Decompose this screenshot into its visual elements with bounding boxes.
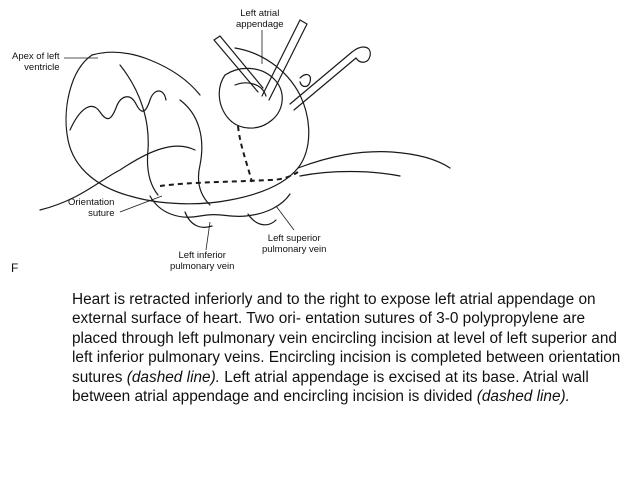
clamp-right: [261, 19, 308, 101]
wavy-suture: [69, 90, 167, 131]
figure-caption: Heart is retracted inferiorly and to the…: [72, 290, 632, 406]
orientation-suture-thread: [39, 145, 196, 211]
heart-drawing: [39, 19, 451, 251]
dashed-incision-ring: [159, 171, 299, 187]
label-left-superior-pulmonary-vein: Left superior pulmonary vein: [262, 233, 327, 255]
panel-letter: F: [11, 261, 19, 275]
atrial-appendage: [218, 67, 283, 129]
label-left-inferior-pulmonary-vein: Left inferior pulmonary vein: [170, 250, 235, 272]
caption-emphasis-2: (dashed line).: [476, 388, 570, 406]
label-left-atrial-appendage: Left atrial appendage: [236, 8, 284, 30]
pulmonary-vein-base: [149, 193, 291, 218]
surgical-illustration: Apex of left ventricle Left atrial appen…: [11, 8, 451, 275]
retracted-tissue: [297, 151, 451, 169]
label-apex-left-ventricle: Apex of left ventricle: [12, 51, 60, 73]
leader-superior: [275, 205, 295, 231]
scissors: [289, 46, 371, 111]
caption-emphasis-1: (dashed line).: [126, 368, 221, 386]
clamp-left: [213, 35, 264, 93]
leader-orientation: [119, 195, 163, 213]
caption-text-2: Left atrial appendage is excised at its …: [72, 368, 589, 406]
leader-inferior: [205, 221, 211, 251]
label-orientation-suture: Orientation suture: [68, 197, 115, 219]
caption-text-1: Heart is retracted inferiorly and to the…: [72, 291, 621, 386]
dashed-incision-appendage: [237, 125, 253, 183]
